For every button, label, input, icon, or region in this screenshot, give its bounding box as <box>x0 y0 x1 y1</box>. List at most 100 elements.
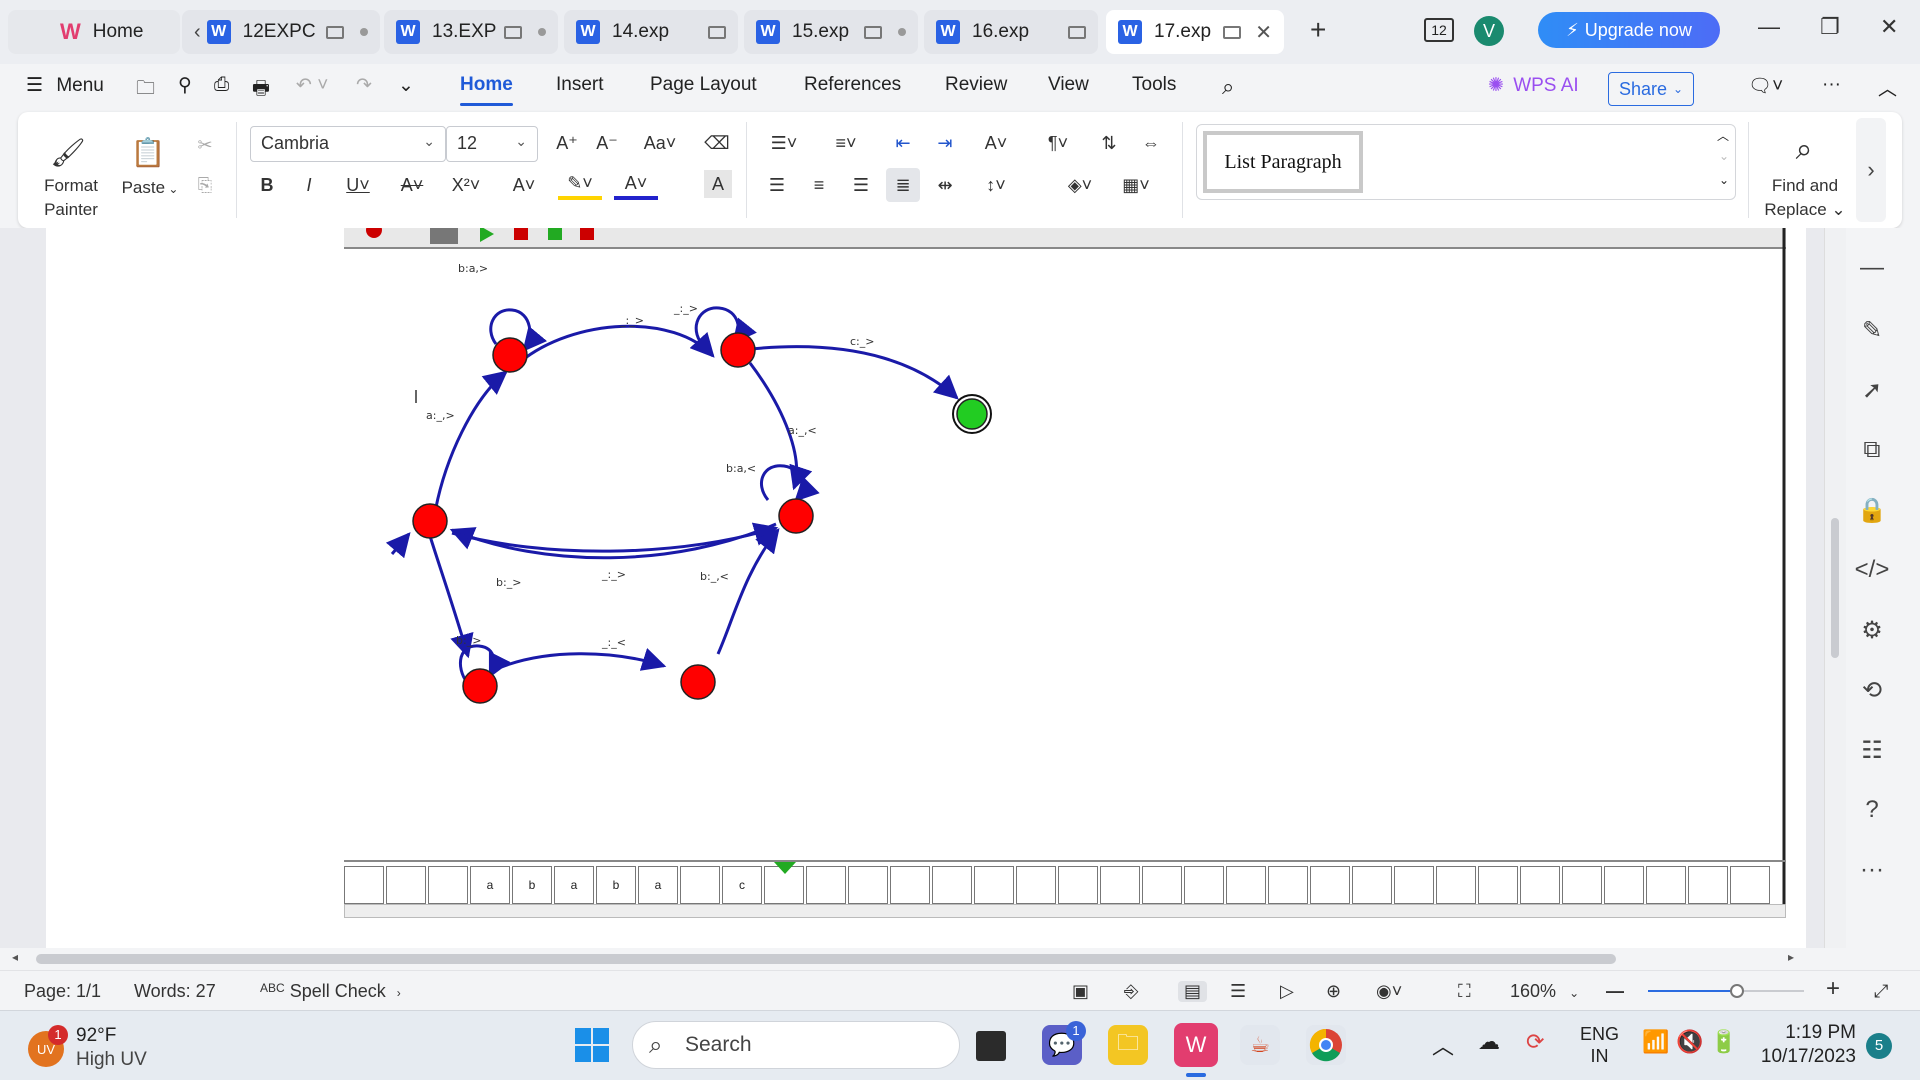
tape-cell[interactable]: a <box>470 866 510 904</box>
tape-cell[interactable] <box>1016 866 1056 904</box>
tape-cell[interactable] <box>1268 866 1308 904</box>
tape-cell[interactable] <box>1310 866 1350 904</box>
tab-insert[interactable]: Insert <box>556 74 604 95</box>
format-painter-icon[interactable]: 🖌 <box>50 136 86 168</box>
line-spacing-icon[interactable]: ⇔ <box>1142 132 1160 153</box>
fit-page-icon[interactable]: ⛶ <box>1458 981 1471 1001</box>
tape-cell[interactable]: a <box>638 866 678 904</box>
styles-gallery[interactable]: List Paragraph ︿ ⌄ ⌄ <box>1196 124 1736 200</box>
tape-cell[interactable] <box>680 866 720 904</box>
text-effect-icon[interactable]: A˅ <box>512 174 536 195</box>
zoom-slider-thumb[interactable] <box>1730 984 1744 998</box>
share-button[interactable]: Share ⌄ <box>1608 72 1694 106</box>
fullscreen-icon[interactable]: ⤢ <box>1874 981 1889 1001</box>
chevron-up-icon[interactable]: ︿ <box>1716 129 1729 143</box>
tape-cell[interactable] <box>848 866 888 904</box>
wps-office-icon[interactable]: W <box>1174 1023 1218 1067</box>
tape-cell[interactable]: b <box>512 866 552 904</box>
tape-cell[interactable] <box>890 866 930 904</box>
reset-icon[interactable] <box>580 228 594 240</box>
avatar[interactable]: V <box>1474 16 1504 46</box>
tab-12expc[interactable]: ‹ W 12EXPC <box>182 10 380 54</box>
collapse-ribbon-icon[interactable]: ︿ <box>1878 79 1898 100</box>
find-icon[interactable]: ⌕ <box>1795 133 1813 166</box>
copy-icon[interactable]: ⎘ <box>197 174 213 195</box>
undo-icon[interactable]: ↶ ˅ <box>296 75 329 96</box>
wifi-icon[interactable]: 📶 <box>1642 1029 1670 1054</box>
onedrive-icon[interactable]: ☁ <box>1478 1029 1500 1054</box>
find-replace-button[interactable]: Find and Replace ⌄ <box>1758 174 1852 222</box>
vertical-scroll-thumb[interactable] <box>1831 518 1839 658</box>
tape-cell[interactable] <box>1562 866 1602 904</box>
bold-icon[interactable]: B <box>260 174 274 195</box>
tape-cell[interactable] <box>1394 866 1434 904</box>
chevron-down-icon[interactable]: ⌄ <box>1718 149 1729 163</box>
weather-desc[interactable]: High UV <box>76 1049 147 1070</box>
tape-cell[interactable]: a <box>554 866 594 904</box>
link-icon[interactable]: ⚲ <box>178 75 192 96</box>
ribbon-scroll-right-icon[interactable]: › <box>1856 118 1886 222</box>
stop-icon[interactable] <box>514 228 528 240</box>
shading-icon[interactable]: ◈˅ <box>1067 174 1093 195</box>
tape-cell[interactable] <box>1058 866 1098 904</box>
tab-13exp[interactable]: W 13.EXP <box>384 10 558 54</box>
highlight-icon[interactable]: ✎˅ <box>558 170 602 200</box>
chrome-icon[interactable] <box>1306 1025 1346 1065</box>
align-center-icon[interactable]: ≡ <box>813 174 825 195</box>
scroll-left-icon[interactable]: ◂ <box>12 950 19 964</box>
tab-count-badge[interactable]: 12 <box>1424 18 1454 42</box>
weather-temp[interactable]: 92°F <box>76 1025 117 1046</box>
paragraph-mark-icon[interactable]: ¶˅ <box>1047 132 1069 153</box>
char-shading-icon[interactable]: A <box>704 170 732 198</box>
settings-sliders-icon[interactable]: ⚙ <box>1861 616 1883 644</box>
windows-start-icon[interactable] <box>572 1025 612 1065</box>
play-icon[interactable]: ▷ <box>1280 981 1294 1001</box>
state-accept[interactable] <box>956 398 988 430</box>
sync-icon[interactable]: ⟳ <box>1526 1029 1545 1054</box>
tool-text-icon[interactable] <box>430 228 458 244</box>
lock-icon[interactable]: 🔒 <box>1857 496 1887 524</box>
font-size-select[interactable]: 12 ⌄ <box>446 126 538 162</box>
code-icon[interactable]: </> <box>1854 556 1890 583</box>
zoom-out-button[interactable]: — <box>1606 981 1624 1001</box>
eye-protection-icon[interactable]: ◉˅ <box>1376 981 1403 1001</box>
align-left-icon[interactable]: ☰ <box>768 174 786 195</box>
state-q3[interactable] <box>778 498 814 534</box>
more-icon[interactable]: ··· <box>1822 74 1841 95</box>
tape-cell[interactable] <box>1478 866 1518 904</box>
restore-button[interactable]: ❐ <box>1820 14 1840 39</box>
spell-check-button[interactable]: ABC Spell Check › <box>260 981 401 1002</box>
file-explorer-icon[interactable]: 🗀 <box>1108 1025 1148 1065</box>
decrease-indent-icon[interactable]: ⇤ <box>895 132 911 153</box>
minimize-button[interactable]: — <box>1758 14 1780 39</box>
tape-cell[interactable] <box>1520 866 1560 904</box>
tab-home-ribbon[interactable]: Home <box>460 74 513 106</box>
tape-cell[interactable] <box>386 866 426 904</box>
language-indicator[interactable]: ENG IN <box>1580 1023 1619 1067</box>
tape-cell[interactable] <box>1100 866 1140 904</box>
select-pointer-icon[interactable]: ➚ <box>1861 376 1883 404</box>
tape-cell[interactable] <box>428 866 468 904</box>
wps-ai-button[interactable]: ✺ WPS AI <box>1488 74 1579 97</box>
font-color-icon[interactable]: A˅ <box>614 170 658 200</box>
state-q5[interactable] <box>680 664 716 700</box>
play-icon[interactable] <box>480 228 494 242</box>
upgrade-button[interactable]: ⚡ Upgrade now <box>1538 12 1720 48</box>
tape-cell[interactable] <box>1352 866 1392 904</box>
clear-format-icon[interactable]: ⌫ <box>704 132 730 153</box>
word-count[interactable]: Words: 27 <box>134 981 216 1001</box>
horizontal-scroll-thumb[interactable] <box>36 954 1616 964</box>
help-icon[interactable]: ? <box>1865 796 1879 823</box>
page-count[interactable]: Page: 1/1 <box>24 981 102 1001</box>
chevron-left-icon[interactable]: ‹ <box>194 20 201 43</box>
volume-muted-icon[interactable]: 🔇 <box>1676 1029 1704 1054</box>
font-name-select[interactable]: Cambria ⌄ <box>250 126 446 162</box>
cut-icon[interactable]: ✂ <box>197 134 213 155</box>
open-folder-icon[interactable]: 🗀 <box>136 78 156 99</box>
web-layout-icon[interactable]: ⎆ <box>1124 981 1139 1001</box>
grow-font-icon[interactable]: A⁺ <box>556 132 578 153</box>
print-layout-icon[interactable]: ▤ <box>1178 981 1208 1002</box>
line-spacing-select-icon[interactable]: ↕˅ <box>986 174 1006 195</box>
format-painter-button[interactable]: Format Painter <box>44 176 98 219</box>
compare-icon[interactable]: ⧉ <box>1863 436 1881 463</box>
